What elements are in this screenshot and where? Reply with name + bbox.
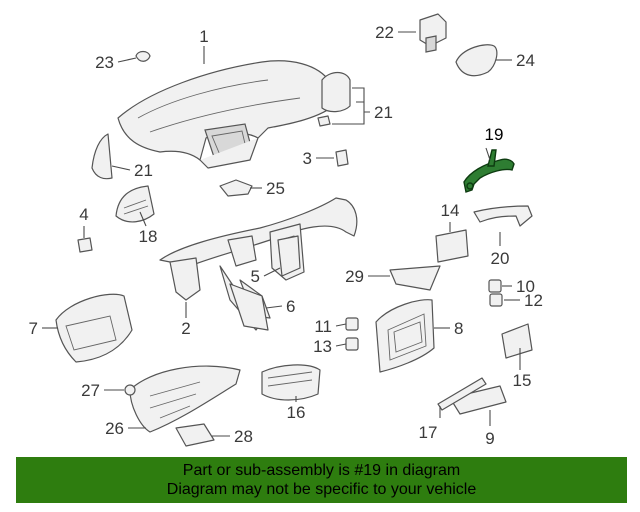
callout-21-upper: 21 xyxy=(374,103,393,122)
part-24 xyxy=(455,44,498,77)
callout-16: 16 xyxy=(287,403,306,422)
part-8 xyxy=(375,299,435,373)
part-26 xyxy=(129,365,241,433)
callout-15: 15 xyxy=(513,371,532,390)
part-19-highlighted xyxy=(463,149,515,193)
banner-line-1: Part or sub-assembly is #19 in diagram xyxy=(182,462,461,479)
callout-23: 23 xyxy=(95,53,114,72)
callout-6: 6 xyxy=(286,297,295,316)
part-17 xyxy=(437,377,487,411)
callout-25: 25 xyxy=(266,179,285,198)
callout-7: 7 xyxy=(29,319,38,338)
part-22 xyxy=(419,13,447,53)
banner-line-2: Diagram may not be specific to your vehi… xyxy=(166,481,477,498)
callout-4: 4 xyxy=(79,205,88,224)
part-15 xyxy=(501,323,533,359)
part-4 xyxy=(77,237,93,253)
parts-diagram: 1 2 3 4 5 6 7 8 9 10 11 12 13 14 15 16 1… xyxy=(29,13,543,448)
part-21-upper xyxy=(317,71,351,127)
callout-20: 20 xyxy=(491,249,510,268)
callout-8: 8 xyxy=(454,319,463,338)
part-11 xyxy=(345,317,359,331)
part-12 xyxy=(489,293,503,307)
callout-26: 26 xyxy=(105,419,124,438)
part-25 xyxy=(219,179,253,197)
callout-24: 24 xyxy=(516,51,535,70)
callout-10: 10 xyxy=(516,277,535,296)
part-18 xyxy=(115,185,155,223)
leader-lines xyxy=(42,31,521,437)
callout-21-left: 21 xyxy=(134,161,153,180)
callout-28: 28 xyxy=(234,427,253,446)
callout-18: 18 xyxy=(139,227,158,246)
part-instrument-panel-pad xyxy=(117,60,337,169)
callout-3: 3 xyxy=(303,149,312,168)
part-21-left xyxy=(91,133,113,180)
callout-9: 9 xyxy=(485,429,494,448)
callout-13: 13 xyxy=(313,337,332,356)
callout-27: 27 xyxy=(81,381,100,400)
part-14 xyxy=(435,229,469,263)
part-23 xyxy=(135,50,151,62)
part-13 xyxy=(345,337,359,351)
notice-banner: Part or sub-assembly is #19 in diagram D… xyxy=(16,457,627,503)
part-6 xyxy=(229,283,269,331)
part-27 xyxy=(124,384,136,396)
callout-12: 12 xyxy=(524,291,543,310)
part-3 xyxy=(335,149,349,167)
part-20 xyxy=(473,205,533,227)
part-7 xyxy=(55,293,133,363)
callout-19: 19 xyxy=(485,125,504,144)
part-10 xyxy=(488,279,502,293)
callout-29: 29 xyxy=(345,267,364,286)
callout-11: 11 xyxy=(314,317,332,336)
part-16 xyxy=(261,364,321,401)
part-9 xyxy=(449,385,507,415)
callout-1: 1 xyxy=(199,27,208,46)
callout-22: 22 xyxy=(375,23,394,42)
part-29 xyxy=(389,265,441,291)
callout-14: 14 xyxy=(441,201,460,220)
callout-2: 2 xyxy=(181,319,190,338)
part-28 xyxy=(175,423,215,447)
callout-17: 17 xyxy=(419,423,438,442)
callout-5: 5 xyxy=(251,267,260,286)
part-5 xyxy=(277,235,301,277)
